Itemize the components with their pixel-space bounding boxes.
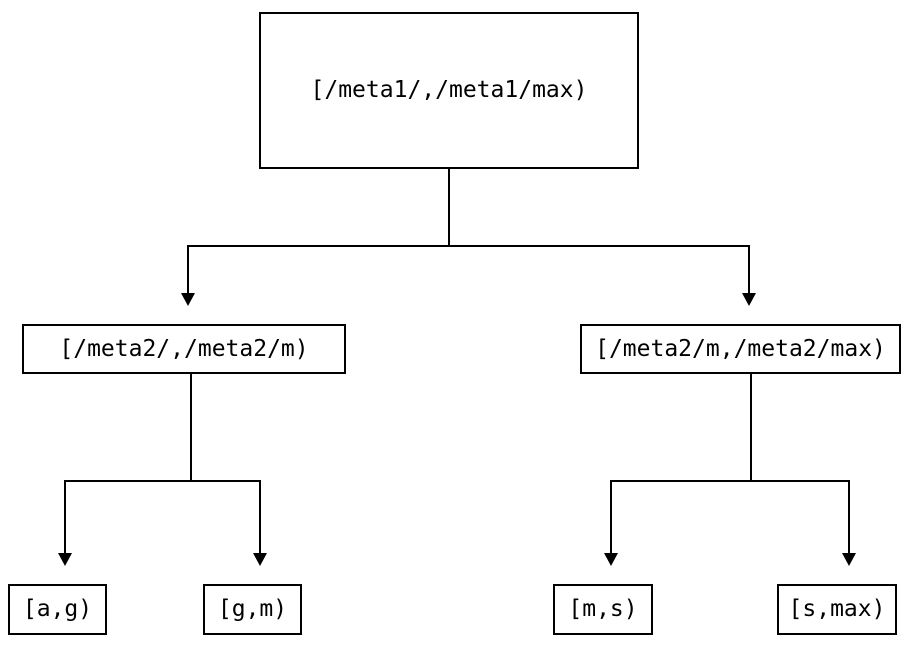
tree-leaf-s-max-label: [s,max) (788, 596, 886, 622)
tree-node-meta2-upper-label: [/meta2/m,/meta2/max) (595, 335, 886, 362)
edge-left-bus (64, 480, 261, 482)
arrow-left-to-ag (58, 553, 72, 566)
edge-right-stem (750, 374, 752, 481)
edge-left-to-ag-drop (64, 480, 66, 553)
tree-node-meta2-upper[interactable]: [/meta2/m,/meta2/max) (580, 324, 901, 374)
tree-node-root-label: [/meta1/,/meta1/max) (310, 77, 588, 103)
edge-right-bus (610, 480, 850, 482)
edge-left-to-gm-drop (259, 480, 261, 553)
tree-leaf-m-s-label: [m,s) (568, 596, 638, 622)
edge-root-to-left-drop (187, 245, 189, 293)
tree-leaf-g-m[interactable]: [g,m) (203, 584, 302, 635)
edge-root-to-right-drop (748, 245, 750, 293)
edge-root-stem (448, 169, 450, 246)
edge-root-bus (187, 245, 750, 247)
tree-node-meta2-lower[interactable]: [/meta2/,/meta2/m) (22, 324, 346, 374)
tree-leaf-s-max[interactable]: [s,max) (777, 584, 897, 635)
arrow-root-to-left (181, 293, 195, 306)
edge-right-to-ms-drop (610, 480, 612, 553)
arrow-right-to-smax (842, 553, 856, 566)
tree-leaf-g-m-label: [g,m) (217, 596, 288, 622)
tree-leaf-a-g-label: [a,g) (22, 596, 93, 622)
edge-left-stem (190, 374, 192, 481)
tree-node-meta2-lower-label: [/meta2/,/meta2/m) (59, 335, 309, 362)
arrow-right-to-ms (604, 553, 618, 566)
arrow-left-to-gm (253, 553, 267, 566)
tree-leaf-m-s[interactable]: [m,s) (553, 584, 653, 635)
edge-right-to-smax-drop (848, 480, 850, 553)
tree-node-root[interactable]: [/meta1/,/meta1/max) (259, 12, 639, 169)
arrow-root-to-right (742, 293, 756, 306)
tree-leaf-a-g[interactable]: [a,g) (8, 584, 107, 635)
